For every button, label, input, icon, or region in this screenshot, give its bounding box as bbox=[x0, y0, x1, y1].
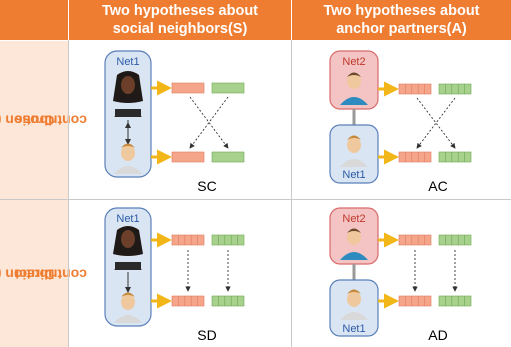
vector-red-top bbox=[398, 234, 432, 246]
cell-caption-ad: AD bbox=[428, 327, 447, 343]
vector-green-bottom bbox=[211, 295, 245, 307]
grid-line bbox=[291, 40, 292, 347]
net1-region bbox=[329, 124, 379, 184]
grid-line bbox=[68, 40, 69, 347]
vector-red-bottom bbox=[398, 151, 432, 163]
col-header-anchor-partners: Two hypotheses about anchor partners(A) bbox=[292, 0, 511, 40]
person-blue-icon bbox=[340, 228, 368, 260]
cell-caption-sc: SC bbox=[197, 178, 216, 194]
vector-green-bottom bbox=[438, 295, 472, 307]
cross-arrow bbox=[416, 97, 456, 149]
net1-label: Net1 bbox=[116, 213, 139, 225]
col1-title-line1: Two hypotheses about bbox=[101, 3, 259, 19]
col-header-social-neighbors: Two hypotheses about social neighbors(S) bbox=[69, 0, 291, 40]
cross-arrow bbox=[189, 96, 229, 149]
vector-red-top bbox=[171, 82, 205, 94]
cell-sd: Net1 SD bbox=[104, 207, 245, 343]
person-blue-icon bbox=[340, 72, 368, 105]
col2-title-line1: Two hypotheses about bbox=[323, 3, 480, 19]
vector-red-top bbox=[398, 83, 432, 95]
cell-sc: Net1 SC bbox=[104, 50, 245, 194]
cell-caption-ac: AC bbox=[428, 178, 447, 194]
vector-red-top bbox=[171, 234, 205, 246]
vector-red-bottom bbox=[171, 295, 205, 307]
net1-label: Net1 bbox=[116, 56, 139, 68]
net1-region bbox=[329, 279, 379, 337]
grid-line bbox=[0, 199, 511, 200]
woman-icon bbox=[113, 226, 143, 270]
vector-red-bottom bbox=[171, 151, 205, 163]
vector-green-top bbox=[438, 83, 472, 95]
vector-green-bottom bbox=[438, 151, 472, 163]
net2-label: Net2 bbox=[342, 56, 365, 68]
col1-title-line2: social neighbors(S) bbox=[112, 21, 248, 37]
cell-ac: Net2 Net1 AC bbox=[329, 50, 472, 194]
man-icon bbox=[340, 289, 368, 320]
cell-ad: Net2 Net1 AD bbox=[329, 207, 472, 343]
man-icon bbox=[114, 292, 142, 323]
woman-icon bbox=[113, 71, 143, 117]
net1-label: Net1 bbox=[342, 323, 365, 335]
net2-label: Net2 bbox=[342, 213, 365, 225]
vector-green-top bbox=[438, 234, 472, 246]
cross-arrow bbox=[416, 97, 456, 149]
vector-green-top bbox=[211, 234, 245, 246]
corner-header bbox=[0, 0, 68, 40]
col2-title-line2: anchor partners(A) bbox=[336, 21, 467, 37]
cross-arrow bbox=[189, 96, 229, 149]
vector-green-top bbox=[211, 82, 245, 94]
man-icon bbox=[114, 143, 142, 174]
vector-red-bottom bbox=[398, 295, 432, 307]
cell-caption-sd: SD bbox=[197, 327, 216, 343]
vector-green-bottom bbox=[211, 151, 245, 163]
man-icon bbox=[340, 135, 368, 167]
net1-label: Net1 bbox=[342, 169, 365, 181]
